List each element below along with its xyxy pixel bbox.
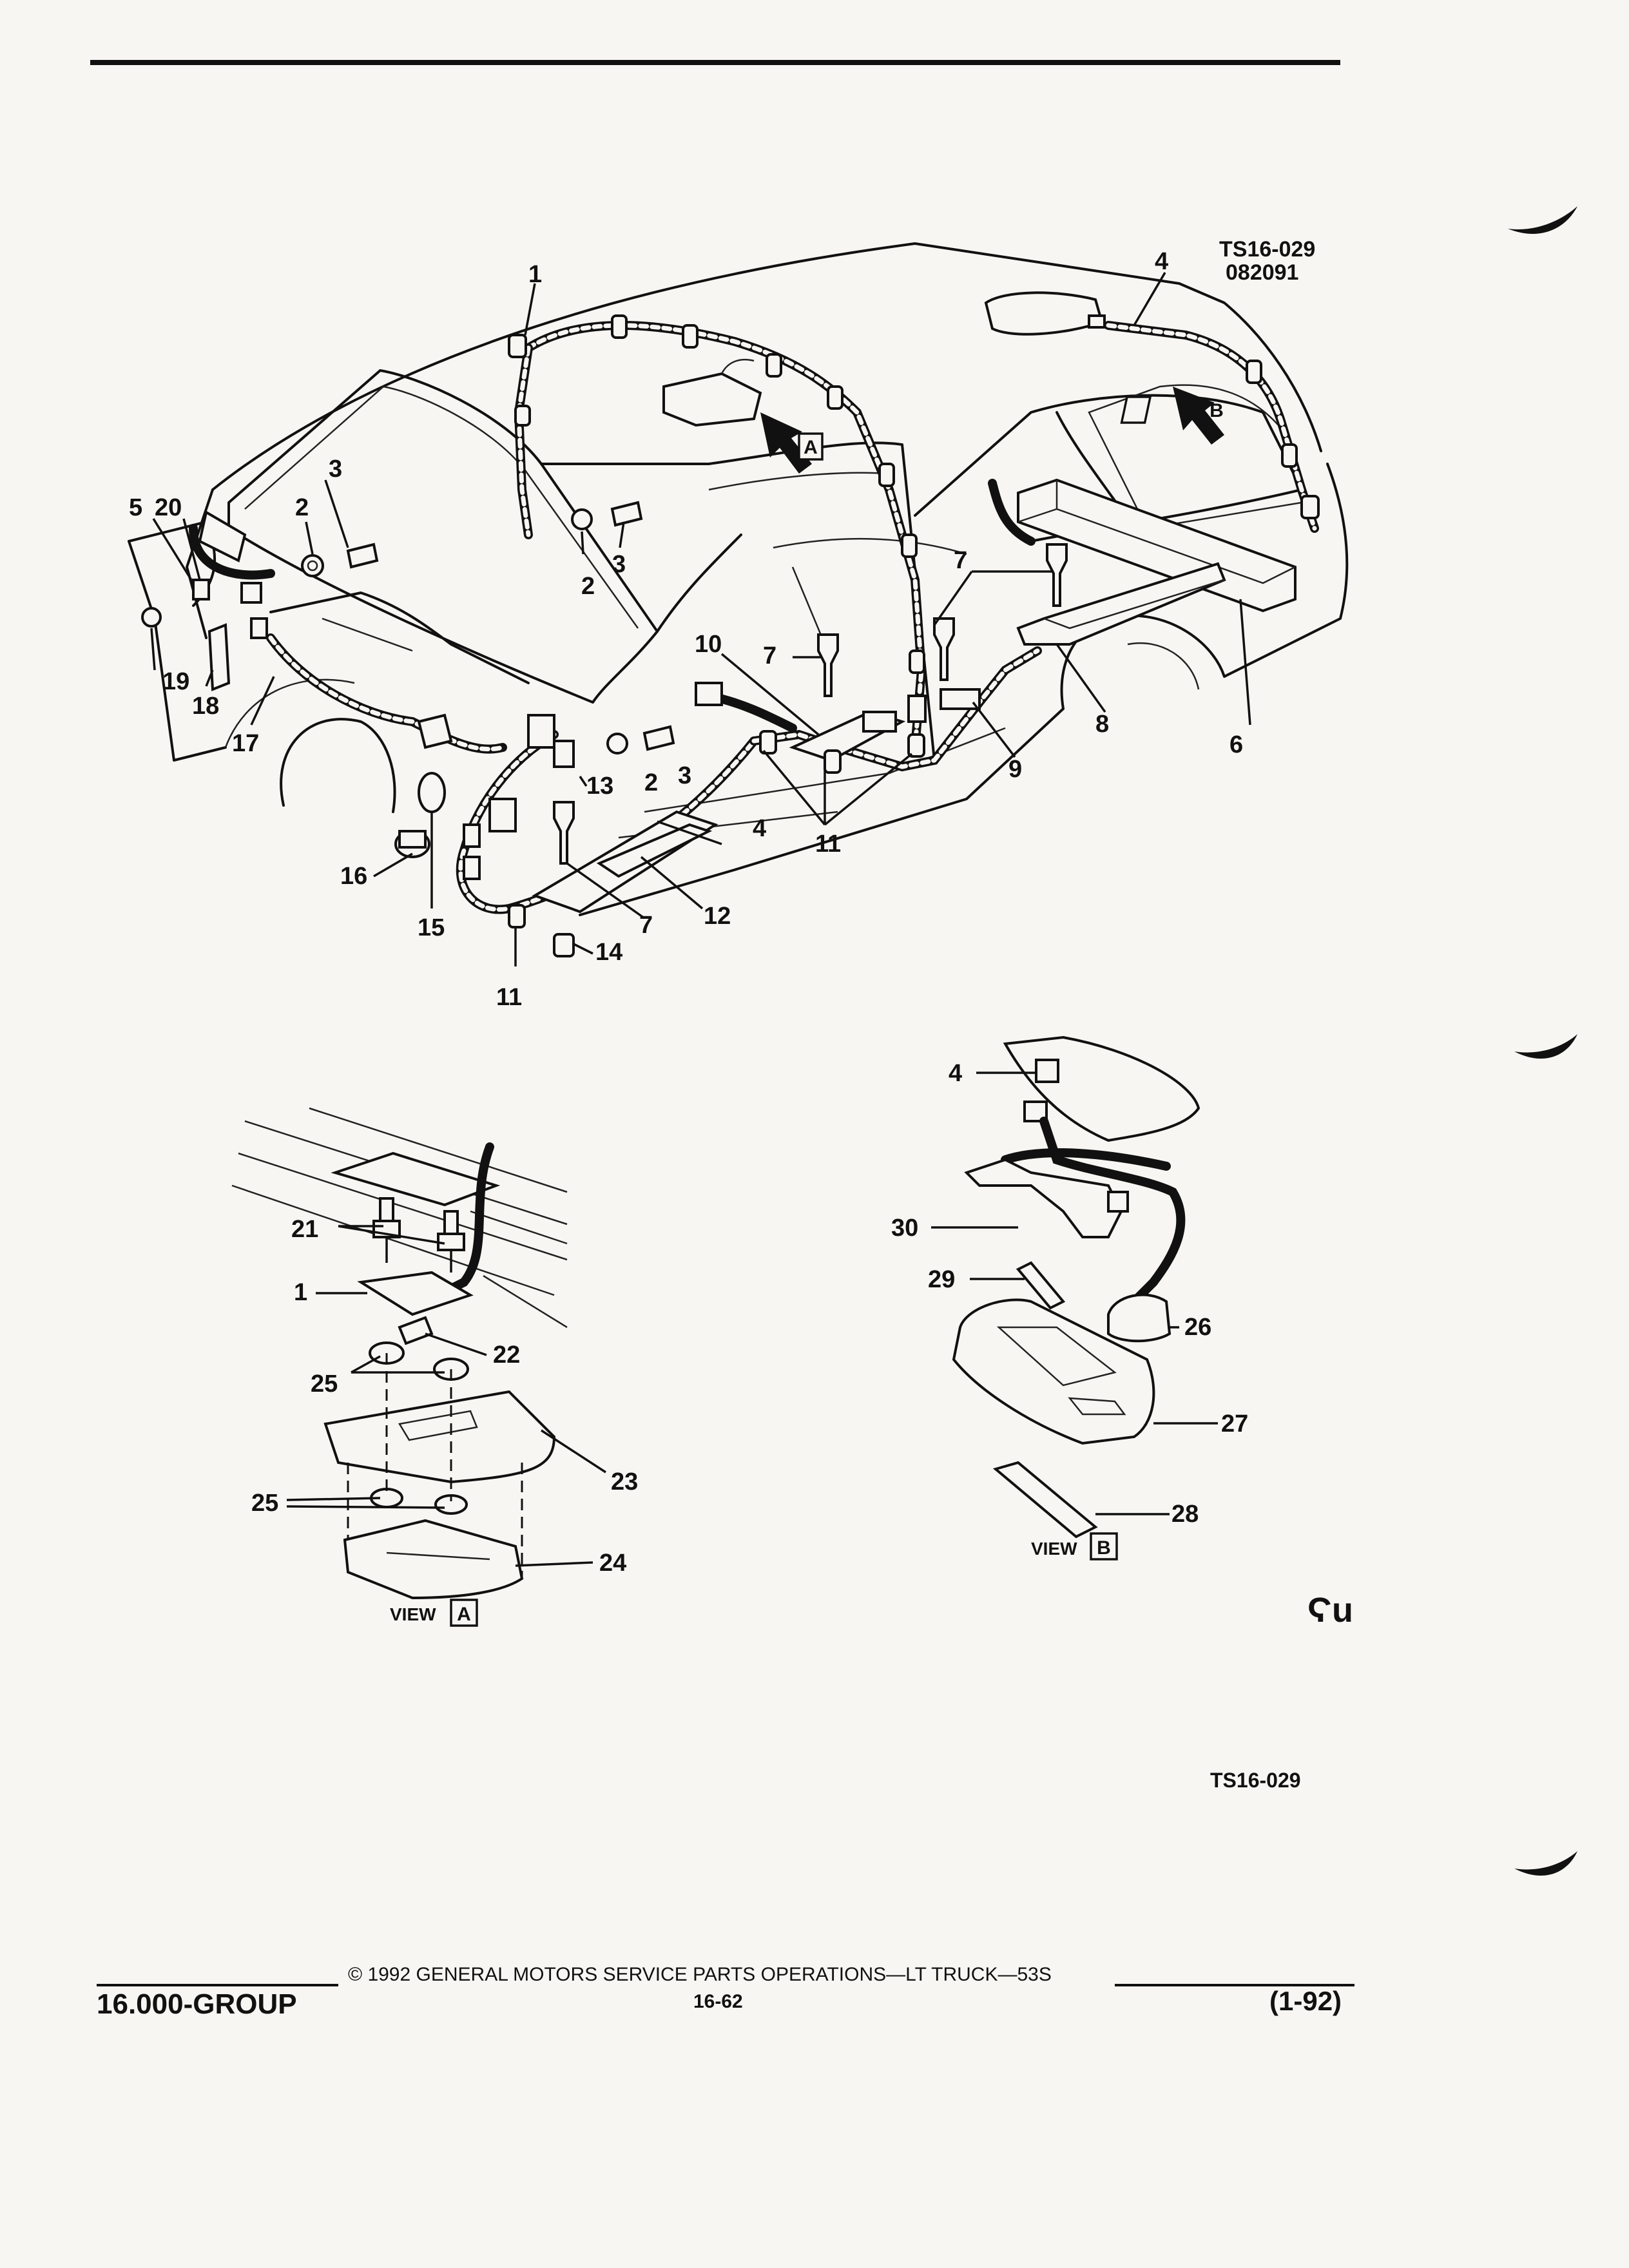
harness-clips (508, 314, 1320, 674)
callout-16: 16 (340, 863, 367, 890)
dome-lamp-location (662, 358, 762, 427)
footer-group: 16.000-GROUP (97, 1988, 297, 2020)
callout-11: 11 (496, 984, 522, 1011)
callout-4: 4 (949, 1060, 962, 1087)
arrow-b: B (1120, 387, 1224, 445)
rear-rail (1016, 478, 1296, 646)
view-a-diagram (231, 1107, 606, 1600)
view-b-letter: B (1097, 1537, 1111, 1559)
footer-page-number: 16-62 (693, 1991, 743, 2012)
arrow-a: A (760, 412, 824, 474)
callout-30: 30 (891, 1215, 918, 1242)
footer-rule-left (97, 1984, 338, 1986)
callout-6: 6 (1229, 731, 1243, 758)
roof-console-location (984, 291, 1106, 336)
callout-7: 7 (763, 642, 776, 669)
callout-7: 7 (639, 912, 653, 939)
view-a-label: VIEW (390, 1604, 436, 1624)
header-rule (90, 60, 1340, 65)
floor-plates (141, 510, 981, 957)
callout-15: 15 (418, 914, 445, 941)
callout-4: 4 (1155, 248, 1168, 275)
footer-copyright: © 1992 GENERAL MOTORS SERVICE PARTS OPER… (348, 1964, 1052, 1985)
callout-9: 9 (1008, 756, 1022, 783)
footer-rule-right (1115, 1984, 1354, 1986)
view-b-label: VIEW (1031, 1539, 1077, 1559)
cpc-logo: Ϛu (1307, 1591, 1353, 1629)
callout-19: 19 (162, 668, 189, 695)
callout-2: 2 (581, 573, 595, 600)
callout-18: 18 (192, 693, 219, 720)
arrow-a-letter: A (804, 437, 818, 458)
view-a-letter: A (457, 1604, 471, 1625)
callout-3: 3 (612, 551, 626, 578)
callout-26: 26 (1184, 1314, 1211, 1341)
callout-13: 13 (586, 773, 613, 800)
callout-22: 22 (493, 1341, 520, 1369)
callout-25: 25 (311, 1370, 338, 1398)
callout-23: 23 (611, 1468, 638, 1495)
callout-3: 3 (678, 762, 691, 789)
view-b-diagram (931, 1035, 1218, 1539)
callout-29: 29 (928, 1266, 955, 1293)
callout-8: 8 (1095, 711, 1109, 738)
callout-21: 21 (291, 1216, 318, 1243)
callout-2: 2 (644, 769, 658, 796)
callout-28: 28 (1171, 1501, 1199, 1528)
callout-24: 24 (599, 1550, 626, 1577)
callout-14: 14 (595, 939, 622, 966)
bolts (553, 543, 1068, 865)
callout-17: 17 (232, 730, 259, 757)
callout-20: 20 (155, 494, 182, 521)
callouts-main: 1 4 3 2 2 3 5 20 19 18 17 7 7 10 8 6 9 1… (129, 248, 1243, 1011)
callout-10: 10 (695, 631, 722, 658)
callout-2: 2 (295, 494, 309, 521)
callout-11: 11 (815, 831, 841, 858)
punch-marks (1508, 206, 1577, 1876)
callout-1: 1 (528, 261, 542, 288)
leader-lines-main (150, 272, 1251, 966)
callouts-view-a: 21 1 22 25 23 25 24 VIEW A (251, 1216, 638, 1627)
figure-bottom-id: TS16-029 (1210, 1769, 1301, 1792)
callout-12: 12 (704, 903, 731, 930)
callout-7: 7 (954, 547, 967, 574)
callout-25: 25 (251, 1490, 278, 1517)
footer-date-code: (1-92) (1269, 1986, 1342, 2016)
callout-4: 4 (753, 815, 766, 842)
callout-3: 3 (329, 456, 342, 483)
figure-id: TS16-029 (1219, 237, 1316, 262)
callouts-view-b: 4 30 29 26 27 28 VIEW B (891, 1060, 1248, 1561)
callout-5: 5 (129, 494, 142, 521)
arrow-b-letter: B (1210, 400, 1224, 421)
callout-1: 1 (294, 1279, 307, 1306)
figure-date-code: 082091 (1226, 260, 1299, 285)
door-jamb-switches (301, 501, 675, 754)
callout-27: 27 (1221, 1410, 1248, 1437)
